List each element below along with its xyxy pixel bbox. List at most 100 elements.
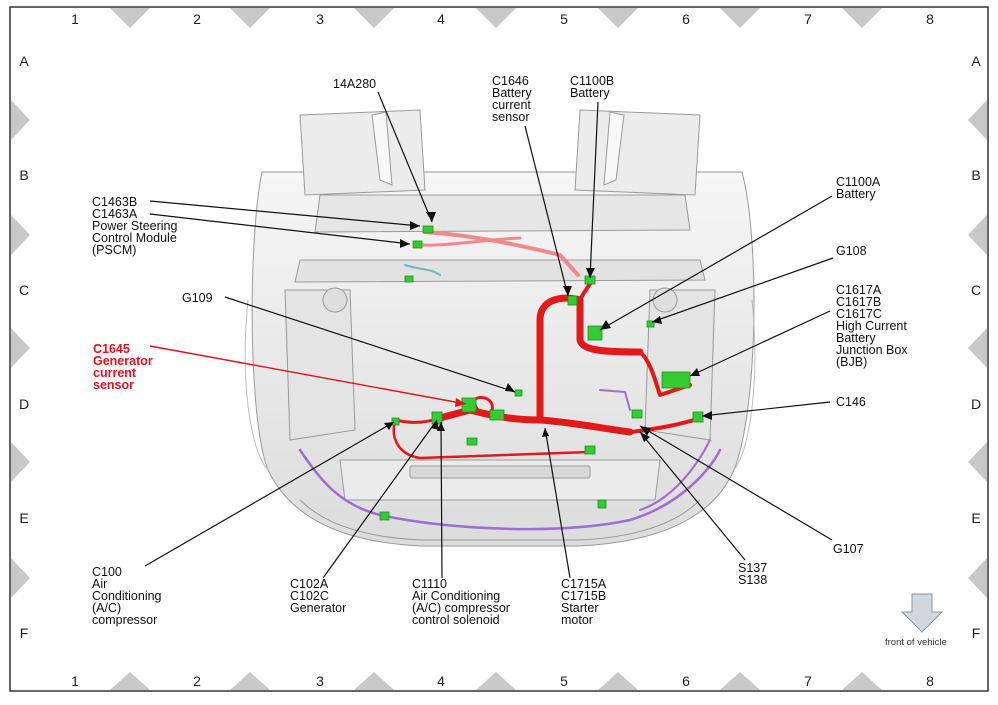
- callout-line: G107: [833, 542, 864, 556]
- grid-col-5-bottom: 5: [560, 673, 568, 689]
- grid-markers: [11, 8, 987, 690]
- grid-col-1: 1: [71, 11, 79, 27]
- callout-line: C102C: [290, 589, 329, 603]
- diagram-border: [9, 6, 989, 692]
- callout-line: Battery: [570, 86, 610, 100]
- callout-line: C146: [836, 395, 866, 409]
- highlight-leader-line: [149, 345, 467, 405]
- grid-row-e: E: [19, 510, 29, 526]
- callout-line: C1715A: [561, 577, 607, 591]
- callout-line: C1463A: [92, 207, 138, 221]
- front-of-vehicle-arrow-icon: [900, 593, 944, 633]
- callout-line: Control Module: [92, 231, 177, 245]
- grid-col-6-bottom: 6: [682, 673, 690, 689]
- callout-line: C1100B: [570, 74, 615, 88]
- grid-row-e-right: E: [971, 510, 981, 526]
- callout-line: Generator: [290, 601, 347, 615]
- callout-line: G108: [836, 244, 867, 258]
- grid-col-4: 4: [437, 11, 445, 27]
- callout-line: Conditioning: [92, 589, 162, 603]
- callout-line: (PSCM): [92, 243, 137, 257]
- callout-c1715-starter-motor: C1715A C1715B Starter motor: [561, 577, 607, 627]
- callout-line: sensor: [492, 110, 530, 124]
- callout-line: Air: [92, 577, 108, 591]
- callout-c1617-bjb: C1617A C1617B C1617C High Current Batter…: [836, 283, 908, 369]
- callout-line: C1110: [412, 577, 447, 591]
- leader-lines: [144, 91, 834, 579]
- grid-row-f-right: F: [971, 625, 981, 641]
- callout-s137-s138: S137 S138: [738, 561, 768, 587]
- grid-col-3-bottom: 3: [316, 673, 324, 689]
- grid-col-7: 7: [804, 11, 812, 27]
- callout-line: C100: [92, 565, 122, 579]
- callout-line: C1646: [492, 74, 529, 88]
- callout-g108: G108: [836, 244, 867, 258]
- callout-line: current: [492, 98, 531, 112]
- callout-line: C1617C: [836, 307, 882, 321]
- callout-c1646: C1646 Battery current sensor: [492, 74, 532, 124]
- callout-line: C1617A: [836, 283, 882, 297]
- highlight-arrowhead: [455, 398, 466, 407]
- grid-row-a-right: A: [971, 53, 981, 69]
- callout-c1100a: C1100A Battery: [836, 175, 881, 201]
- callout-line: Battery: [836, 331, 876, 345]
- callout-c100-ac-compressor: C100 Air Conditioning (A/C) compressor: [92, 565, 162, 627]
- callout-line: 14A280: [333, 77, 377, 91]
- callout-line: Power Steering: [92, 219, 178, 233]
- grid-col-8: 8: [926, 11, 934, 27]
- grid-row-a: A: [19, 53, 29, 69]
- grid-col-6: 6: [682, 11, 690, 27]
- leader-arrowheads: [384, 212, 712, 442]
- callout-line: Starter: [561, 601, 599, 615]
- callout-line: C1463B: [92, 195, 138, 209]
- grid-col-1-bottom: 1: [71, 673, 79, 689]
- grid-col-2-bottom: 2: [193, 673, 201, 689]
- callout-line: C1617B: [836, 295, 882, 309]
- grid-col-2: 2: [193, 11, 201, 27]
- grid-row-b-right: B: [971, 167, 981, 183]
- callout-g109: G109: [182, 291, 213, 305]
- callout-line: current: [93, 366, 137, 380]
- callout-c102-generator: C102A C102C Generator: [290, 577, 347, 615]
- callout-c146: C146: [836, 395, 866, 409]
- callout-line: C1715B: [561, 589, 607, 603]
- callout-line: Junction Box: [836, 343, 908, 357]
- callout-line: G109: [182, 291, 213, 305]
- connectors: [379, 225, 704, 521]
- grid-row-d: D: [18, 396, 30, 412]
- callout-line: compressor: [92, 613, 158, 627]
- callout-c1100b: C1100B Battery: [570, 74, 615, 100]
- grid-col-4-bottom: 4: [437, 673, 445, 689]
- callout-c1463-pscm: C1463B C1463A Power Steering Control Mod…: [92, 195, 178, 257]
- callout-line: C1645: [93, 342, 130, 356]
- grid-row-f: F: [19, 625, 29, 641]
- callout-line: C102A: [290, 577, 329, 591]
- grid-col-8-bottom: 8: [926, 673, 934, 689]
- callout-line: S138: [738, 573, 768, 587]
- callout-line: control solenoid: [412, 613, 500, 627]
- grid-row-c-right: C: [970, 282, 982, 298]
- grid-col-7-bottom: 7: [804, 673, 812, 689]
- grid-col-3: 3: [316, 11, 324, 27]
- callout-line: (A/C): [92, 601, 122, 615]
- callout-g107: G107: [833, 542, 864, 556]
- callout-line: Battery: [492, 86, 532, 100]
- callout-line: Air Conditioning: [412, 589, 501, 603]
- callout-c1645-generator-current-sensor: C1645 Generator current sensor: [93, 342, 153, 392]
- callout-c1110-ac-solenoid: C1110 Air Conditioning (A/C) compressor …: [412, 577, 510, 627]
- callout-line: (BJB): [836, 355, 868, 369]
- callout-line: motor: [561, 613, 593, 627]
- grid-row-b: B: [19, 167, 29, 183]
- callout-line: High Current: [836, 319, 907, 333]
- grid-row-d-right: D: [970, 396, 982, 412]
- callout-line: (A/C) compressor: [412, 601, 510, 615]
- grid-col-5: 5: [560, 11, 568, 27]
- front-of-vehicle-label: front of vehicle: [885, 637, 947, 648]
- callout-line: S137: [738, 561, 768, 575]
- callout-line: Generator: [93, 354, 153, 368]
- callout-line: C1100A: [836, 175, 881, 189]
- callout-14a280: 14A280: [333, 77, 377, 91]
- grid-row-c: C: [18, 282, 30, 298]
